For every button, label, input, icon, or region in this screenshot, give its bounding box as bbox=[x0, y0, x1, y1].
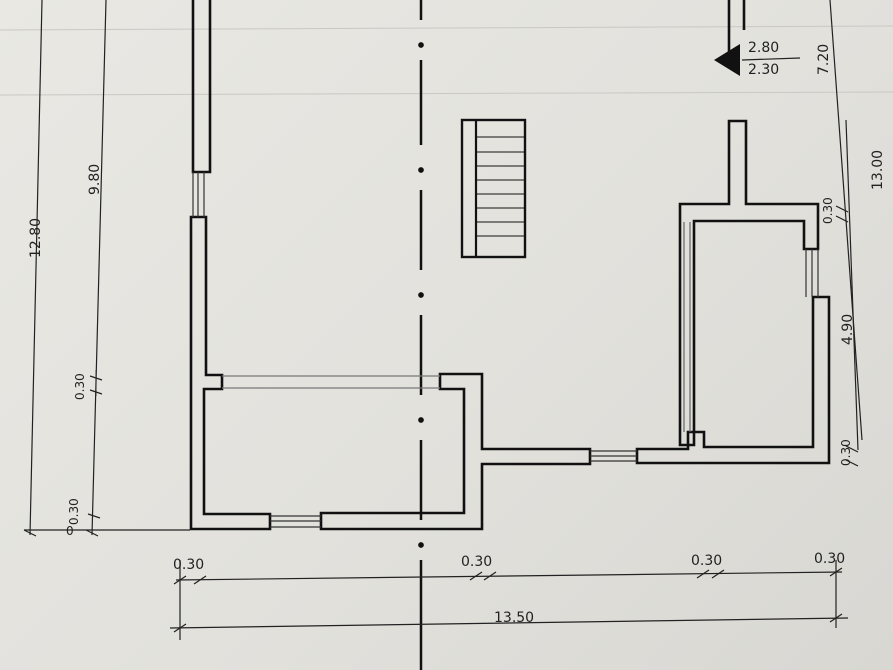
dim-total-width: 13.50 bbox=[494, 610, 534, 626]
dim-bottom-wall-4: 0.30 bbox=[814, 551, 845, 567]
left-wall-upper bbox=[191, 0, 212, 174]
level-lower: 2.30 bbox=[748, 62, 779, 78]
dim-right-top: 7.20 bbox=[816, 44, 832, 75]
dim-bottom-wall-2: 0.30 bbox=[461, 554, 492, 570]
windows bbox=[192, 172, 819, 528]
right-room-top-wall bbox=[678, 119, 820, 447]
left-dimensions bbox=[23, 0, 190, 537]
dim-bottom-wall-3: 0.30 bbox=[691, 553, 722, 569]
dim-right-wall-1: 0.30 bbox=[821, 197, 835, 224]
right-dimensions bbox=[829, 0, 863, 467]
dim-right-total: 13.00 bbox=[870, 150, 886, 190]
dim-right-wall-2: 0.30 bbox=[839, 439, 853, 466]
center-axis-line bbox=[418, 0, 424, 670]
bottom-dimensions bbox=[169, 560, 849, 640]
level-marker bbox=[714, 44, 801, 76]
bottom-wall-right bbox=[319, 372, 592, 531]
dim-right-room: 4.90 bbox=[840, 314, 856, 345]
dim-total-height: 12.80 bbox=[28, 218, 44, 258]
dim-bottom-wall-1: 0.30 bbox=[173, 557, 204, 573]
walls bbox=[189, 0, 831, 531]
dim-left-wall-1: 0.30 bbox=[73, 373, 87, 400]
dim-left-wall-2b: 0 bbox=[66, 524, 74, 538]
right-bottom-wall bbox=[635, 295, 831, 465]
dim-inner-height: 9.80 bbox=[87, 164, 103, 195]
left-wall-middle bbox=[189, 215, 272, 531]
paper-ruling bbox=[0, 25, 893, 96]
dim-left-wall-2: 0.30 bbox=[67, 498, 81, 525]
level-arrow-icon bbox=[714, 44, 740, 76]
level-upper: 2.80 bbox=[748, 40, 779, 56]
staircase bbox=[460, 118, 527, 259]
